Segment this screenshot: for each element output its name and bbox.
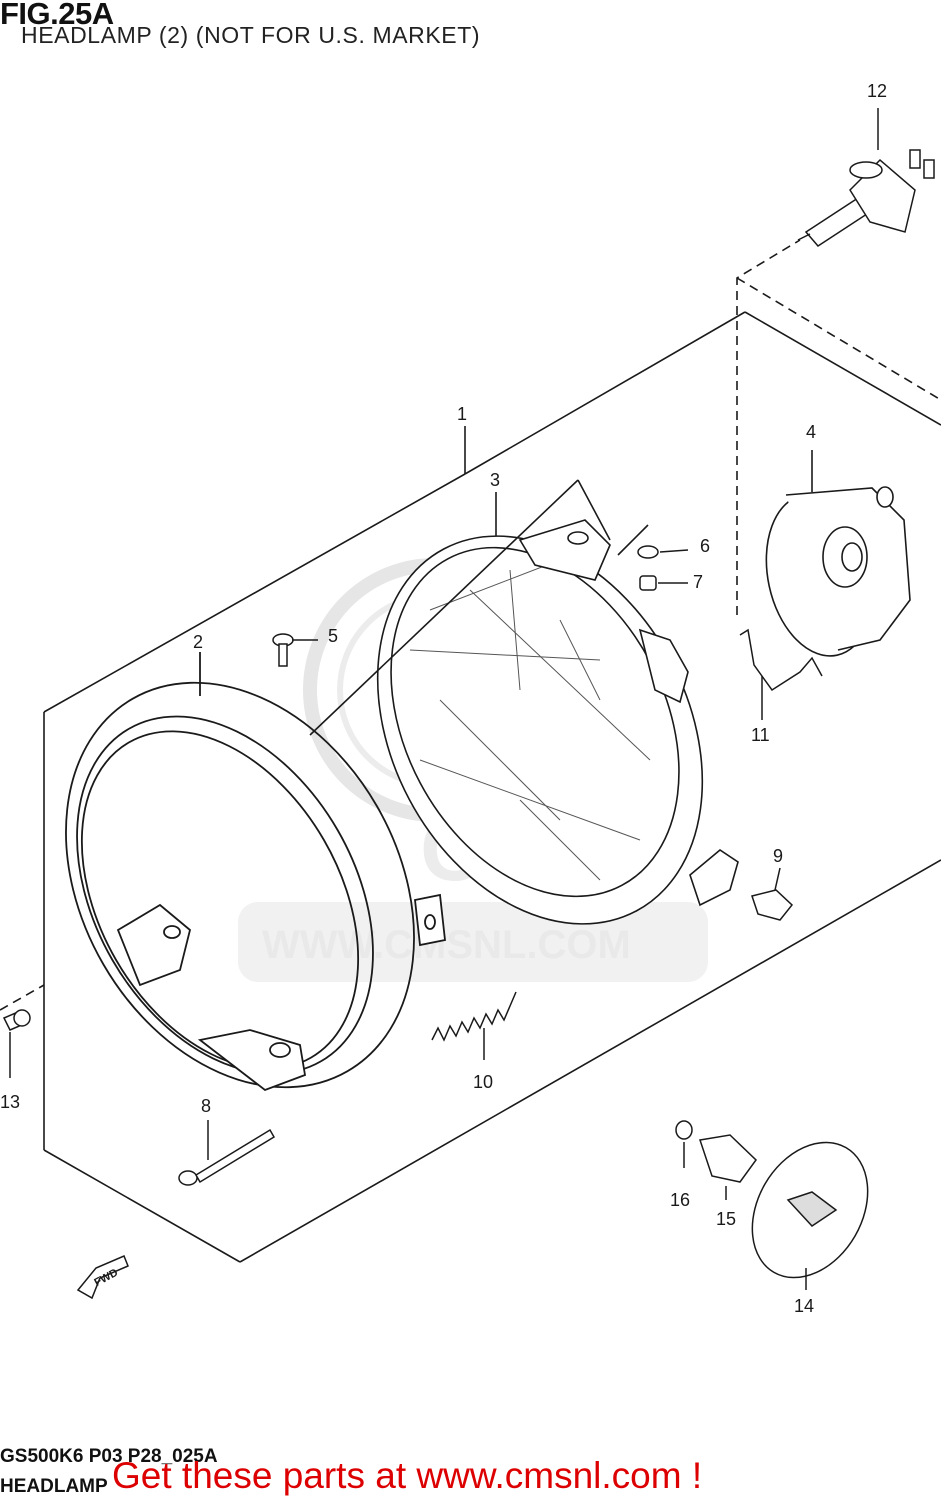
- part-label-10: 10: [473, 1072, 493, 1092]
- part-label-1: 1: [457, 404, 467, 424]
- part-number-labels: 1 2 3 4 5 6 7 8 9 10 11 12 13 14 15 16: [0, 81, 887, 1316]
- part-label-3: 3: [490, 470, 500, 490]
- part-label-2: 2: [193, 632, 203, 652]
- reflector-assembly: [675, 1120, 869, 1290]
- figure-subtitle: HEADLAMP (2) (NOT FOR U.S. MARKET): [21, 22, 481, 48]
- part-label-13: 13: [0, 1092, 20, 1112]
- clip-nut: [751, 867, 794, 921]
- arrow-icon: FWD: [76, 1255, 129, 1300]
- adjusting-spring: [431, 991, 517, 1060]
- spring-clip: [739, 628, 823, 720]
- watermark-url: WWW.CMSNL.COM: [262, 923, 631, 967]
- part-label-9: 9: [773, 846, 783, 866]
- model-code: GS500K6 P03 P28_025A: [0, 1446, 218, 1467]
- promo-link[interactable]: Get these parts at www.cmsnl.com !: [112, 1455, 703, 1496]
- adjusting-screw: [178, 1120, 276, 1186]
- part-label-14: 14: [794, 1296, 814, 1316]
- bulb: [797, 108, 935, 247]
- part-label-6: 6: [700, 536, 710, 556]
- assembly-outline: [0, 239, 941, 1263]
- section-name: HEADLAMP: [0, 1476, 108, 1497]
- figure-title: FIG.25A: [0, 0, 114, 31]
- part-label-11: 11: [751, 725, 770, 745]
- headlamp-unit: [309, 426, 739, 925]
- screw-5: [272, 633, 318, 667]
- part-label-16: 16: [670, 1190, 690, 1210]
- washer-and-nut: [637, 545, 689, 591]
- headlamp-rim: [65, 652, 446, 1092]
- part-label-7: 7: [693, 572, 703, 592]
- socket-housing: [765, 450, 911, 657]
- part-label-15: 15: [716, 1209, 736, 1229]
- part-label-5: 5: [328, 626, 338, 646]
- part-label-12: 12: [867, 81, 887, 101]
- screw-13: [2, 1009, 31, 1078]
- part-label-8: 8: [201, 1096, 211, 1116]
- part-label-4: 4: [806, 422, 816, 442]
